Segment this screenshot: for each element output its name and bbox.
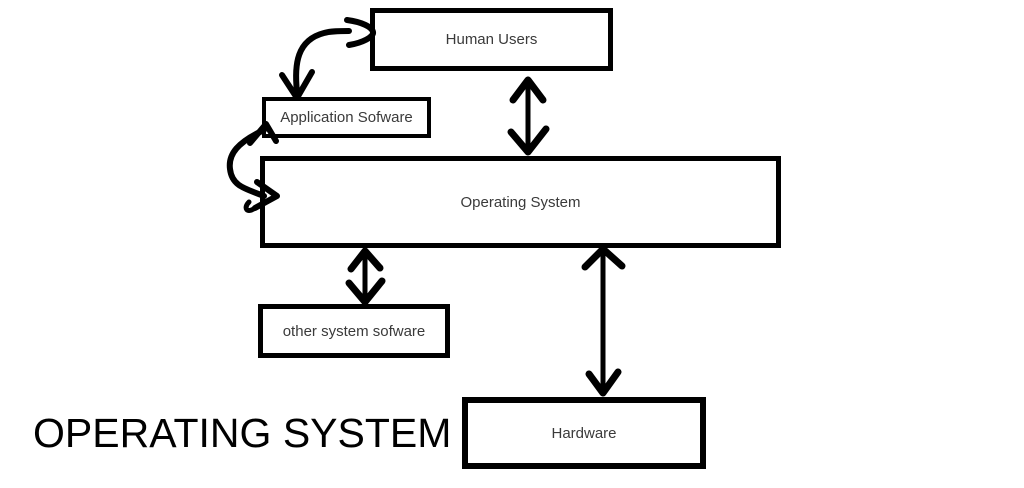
human-users-box: Human Users: [370, 8, 613, 71]
hardware-label: Hardware: [551, 424, 617, 442]
application-software-label: Application Sofware: [280, 109, 413, 126]
arrow-operating-system-hardware: [581, 245, 626, 397]
human-users-label: Human Users: [445, 31, 538, 48]
arrow-human-users-operating-system: [507, 76, 550, 156]
operating-system-label: Operating System: [460, 193, 581, 211]
other-system-software-label: other system sofware: [282, 322, 426, 340]
arrow-human-users-application-software: [279, 17, 376, 101]
operating-system-box: Operating System: [260, 156, 781, 248]
arrow-operating-system-other-system-software: [345, 247, 386, 306]
other-system-software-box: other system sofware: [258, 304, 450, 358]
application-software-box: Application Sofware: [262, 97, 431, 138]
page-title: OPERATING SYSTEM: [33, 410, 452, 456]
hardware-box: Hardware: [462, 397, 706, 469]
